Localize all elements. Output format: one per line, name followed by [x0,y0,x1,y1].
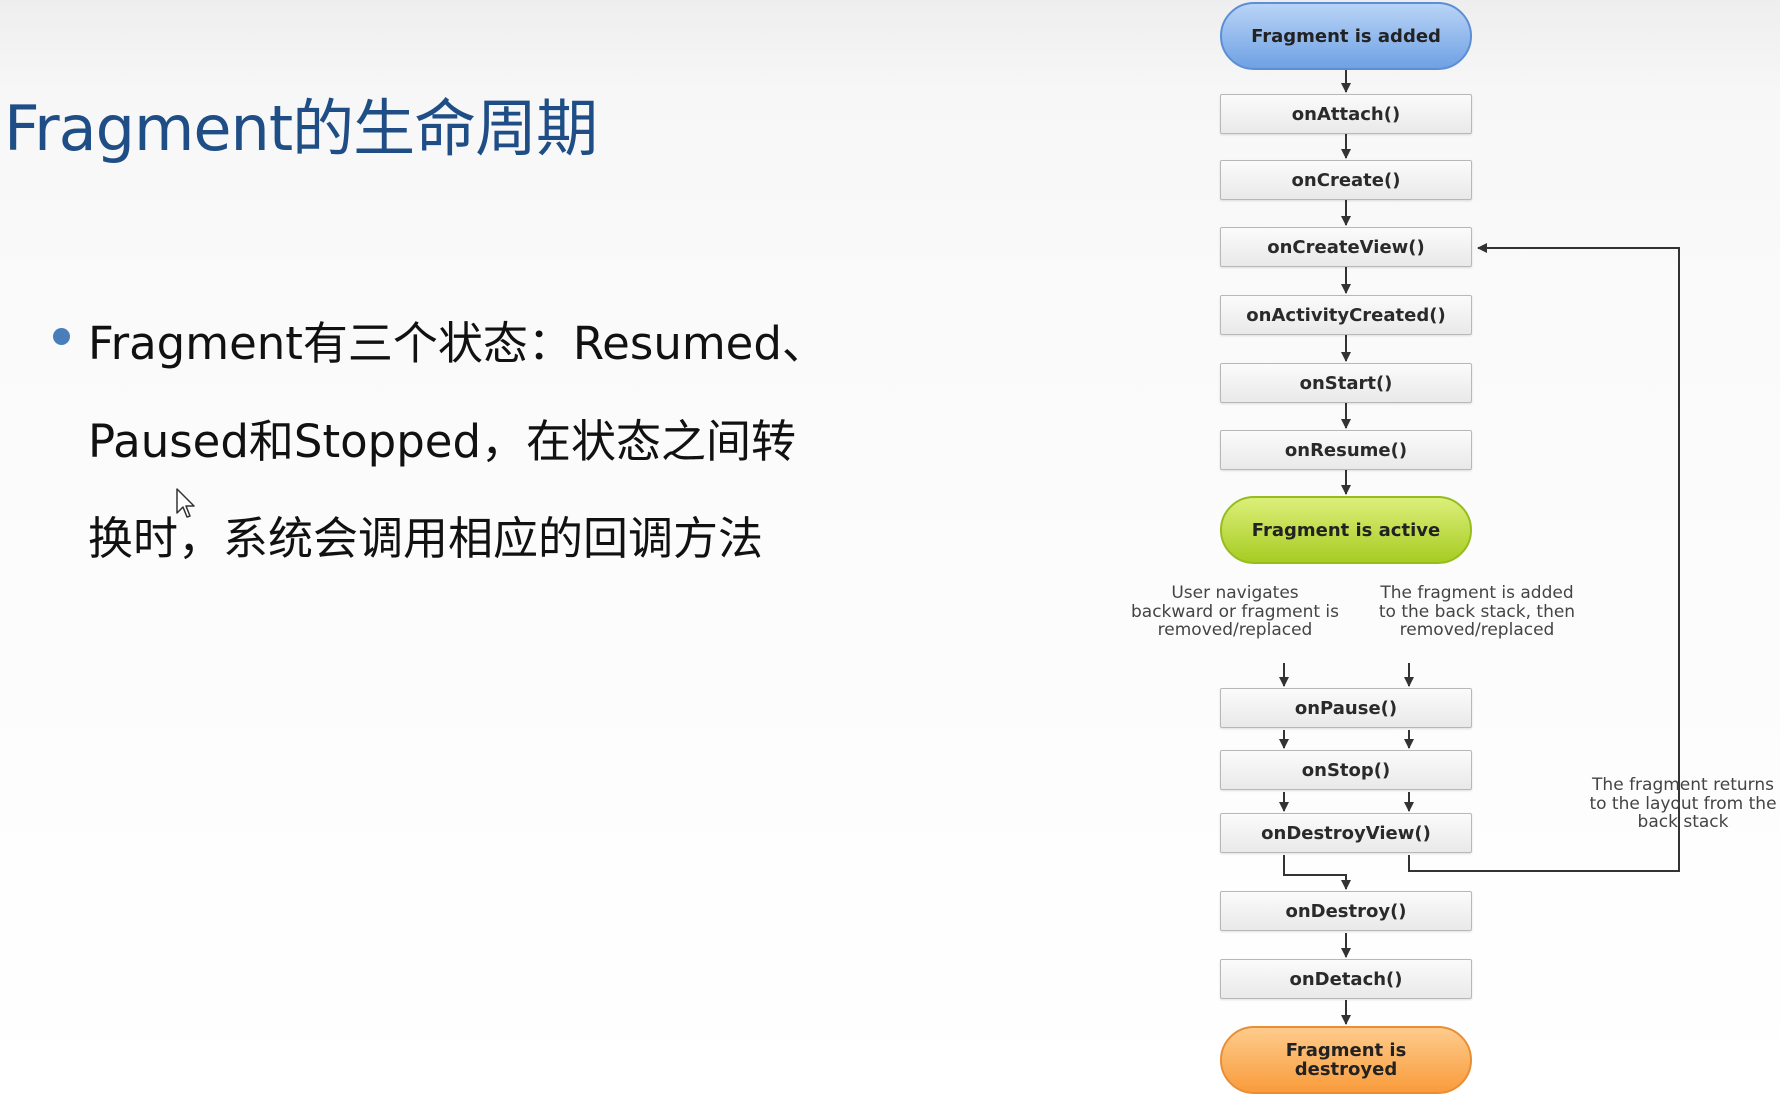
on-activity-created-node: onActivityCreated() [1220,295,1472,335]
fragment-added-state: Fragment is added [1220,2,1472,70]
fragment-active-state: Fragment is active [1220,496,1472,564]
note-added-to-back-stack: The fragment is added to the back stack,… [1378,583,1576,640]
bullet-text-line-3: 换时，系统会调用相应的回调方法 [88,512,764,565]
note-returns-from-back-stack: The fragment returns to the layout from … [1589,775,1777,832]
on-resume-node: onResume() [1220,430,1472,470]
note-user-navigates-backward: User navigates backward or fragment is r… [1130,583,1340,640]
slide-title: Fragment的生命周期 [4,92,598,165]
on-create-view-node: onCreateView() [1220,227,1472,267]
on-create-node: onCreate() [1220,160,1472,200]
on-pause-node: onPause() [1220,688,1472,728]
fragment-destroyed-state: Fragment is destroyed [1220,1026,1472,1094]
on-destroy-node: onDestroy() [1220,891,1472,931]
mouse-pointer-icon [176,488,195,518]
on-stop-node: onStop() [1220,750,1472,790]
bullet-text-line-1: Fragment有三个状态：Resumed、 [88,317,827,370]
on-start-node: onStart() [1220,363,1472,403]
bullet-icon [53,328,70,345]
on-destroy-view-node: onDestroyView() [1220,813,1472,853]
on-attach-node: onAttach() [1220,94,1472,134]
bullet-text-line-2: Paused和Stopped，在状态之间转 [88,415,797,468]
on-detach-node: onDetach() [1220,959,1472,999]
